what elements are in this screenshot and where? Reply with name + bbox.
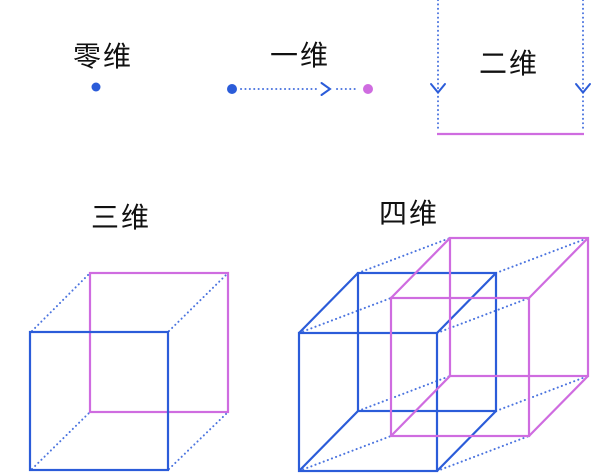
zero-d-point [91, 82, 101, 92]
one-d-start-point [227, 84, 237, 94]
blue-cube-front-face [297, 331, 439, 473]
two-d-figure [430, 0, 591, 136]
tesseract-dotted-edge [298, 297, 392, 334]
tesseract-dotted-edge [298, 435, 392, 472]
tesseract-dotted-edge [495, 375, 589, 412]
cube-dotted-edge [31, 412, 90, 470]
tesseract-dotted-edge [436, 435, 530, 472]
four-d-label: 四维 [378, 199, 440, 230]
zero-d-figure [91, 82, 101, 92]
tesseract-dotted-edge [357, 375, 451, 412]
magenta-cube-front-face [389, 296, 531, 438]
blue-cube-edge [436, 272, 497, 334]
down-arrow-icon [575, 83, 591, 95]
down-arrow-icon [430, 83, 446, 95]
three-d-figure [28, 271, 230, 472]
tesseract-dotted-edge [357, 237, 451, 274]
one-d-label: 一维 [269, 41, 331, 72]
blue-cube-edge [298, 410, 359, 472]
magenta-cube-back-face [448, 236, 590, 378]
blue-cube-back-face [356, 271, 498, 413]
right-arrow-icon [320, 82, 332, 96]
cube-dotted-edge [31, 273, 90, 332]
tesseract-magenta-cube [389, 236, 590, 438]
zero-d-label: 零维 [72, 42, 134, 73]
cube-dotted-edge [168, 412, 228, 470]
magenta-cube-edge [390, 237, 451, 299]
cube-back-face [88, 271, 230, 414]
three-d-label: 三维 [90, 203, 152, 234]
tesseract-dotted-edge [436, 297, 530, 334]
two-d-label: 二维 [478, 49, 540, 80]
tesseract-dotted-edge [495, 237, 589, 274]
tesseract-blue-cube [297, 271, 498, 473]
one-d-end-point [363, 84, 373, 94]
one-d-figure [227, 82, 373, 96]
blue-cube-edge [436, 410, 497, 472]
magenta-cube-edge [528, 375, 589, 437]
blue-cube-edge [298, 272, 359, 334]
four-d-figure [297, 236, 590, 473]
cube-front-face [28, 330, 170, 472]
cube-dotted-edge [168, 273, 228, 332]
magenta-cube-edge [390, 375, 451, 437]
magenta-cube-edge [528, 237, 589, 299]
